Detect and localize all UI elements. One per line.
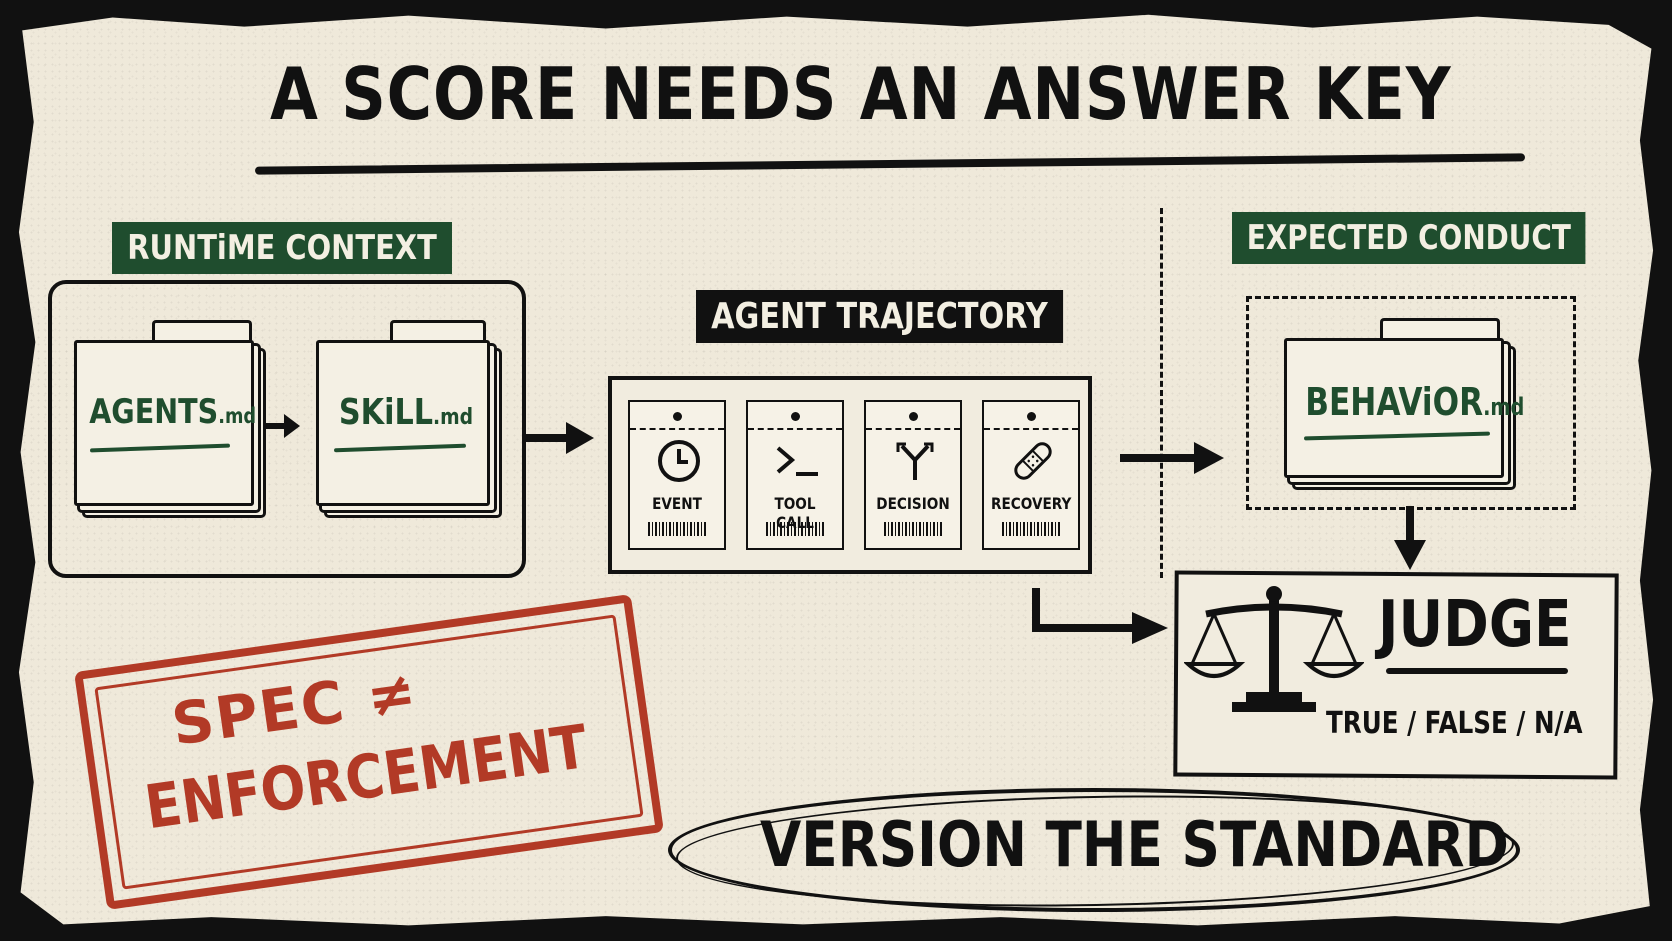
card-event-label: EVENT	[652, 494, 702, 513]
judge-title: JUDGE	[1378, 588, 1572, 662]
behavior-folder-tab	[1380, 318, 1500, 340]
runtime-context-box	[48, 280, 526, 578]
card-event[interactable]: EVENT	[628, 400, 726, 550]
agents-folder-tab	[152, 320, 252, 342]
section-divider	[1160, 208, 1163, 578]
arrow-right-icon	[1120, 442, 1224, 474]
runtime-context-label: RUNTiME CONTEXT	[112, 222, 453, 274]
card-recovery-label: RECOVERY	[991, 494, 1072, 513]
clock-icon	[658, 440, 700, 482]
scales-icon	[1184, 586, 1364, 712]
card-decision[interactable]: DECISION	[864, 400, 962, 550]
skill-md-file[interactable]	[316, 340, 490, 506]
judge-underline	[1386, 668, 1568, 674]
version-oval	[668, 788, 1520, 912]
judge-values: TRUE / FALSE / N/A	[1326, 706, 1583, 741]
arrow-right-icon	[264, 414, 300, 438]
page-title: A SCORE NEEDS AN ANSWER KEY	[270, 52, 1452, 136]
arrow-down-icon	[1394, 506, 1426, 570]
bandage-icon	[1014, 442, 1052, 480]
terminal-icon	[776, 446, 818, 476]
version-the-standard: VERSION THE STANDARD	[760, 808, 1509, 881]
barcode	[884, 522, 942, 536]
behavior-md-file[interactable]	[1284, 338, 1504, 478]
barcode	[766, 522, 824, 536]
arrow-elbow-icon	[1032, 588, 1168, 644]
agents-md-file[interactable]	[74, 340, 254, 506]
behavior-md-label: BEHAViOR.md	[1305, 380, 1525, 424]
skill-folder-tab	[390, 320, 486, 342]
barcode	[1002, 522, 1060, 536]
agents-md-label: AGENTS.md	[89, 392, 257, 432]
branch-icon	[896, 442, 934, 480]
arrow-right-icon	[526, 422, 594, 454]
agent-trajectory-label: AGENT TRAJECTORY	[696, 290, 1063, 343]
card-decision-label: DECISION	[876, 494, 950, 513]
barcode	[648, 522, 706, 536]
card-recovery[interactable]: RECOVERY	[982, 400, 1080, 550]
skill-md-label: SKiLL.md	[338, 392, 474, 433]
expected-conduct-label: EXPECTED CONDUCT	[1232, 212, 1586, 264]
card-tool-call[interactable]: TOOL CALL	[746, 400, 844, 550]
